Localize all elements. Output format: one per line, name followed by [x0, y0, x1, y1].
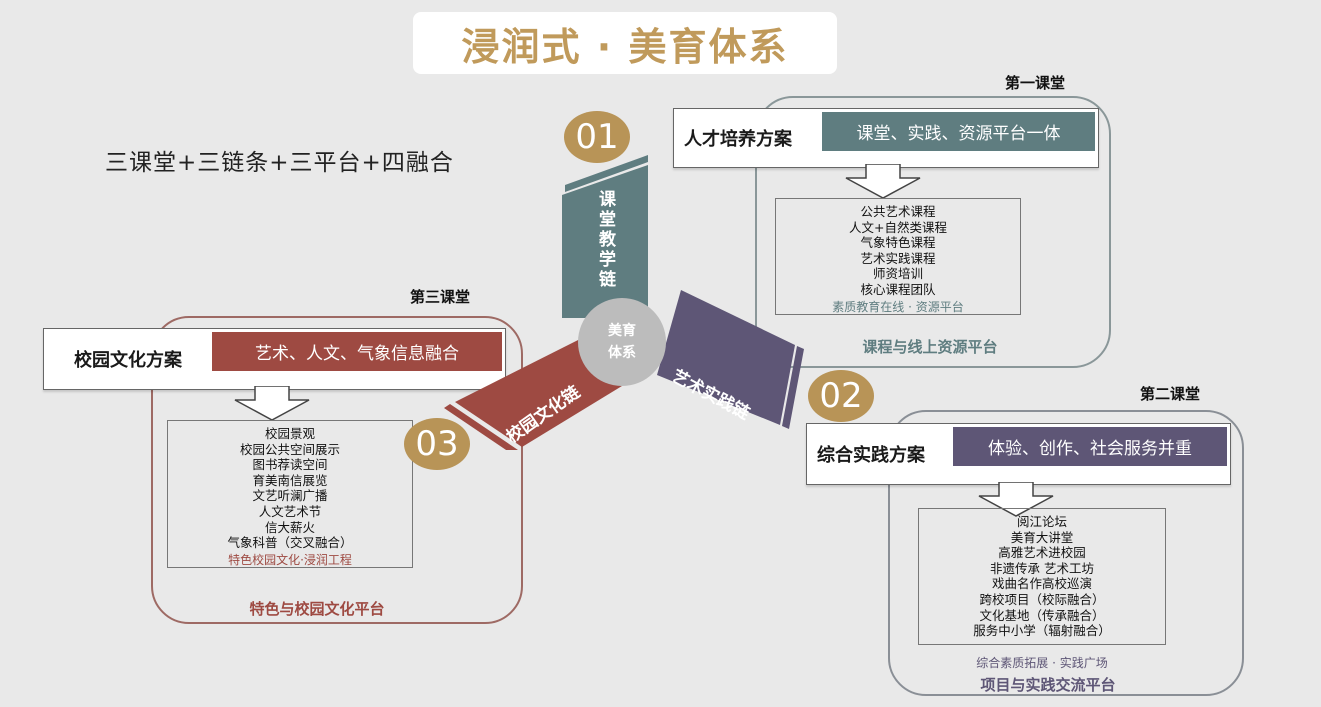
center-circle: 美育 体系 — [578, 298, 666, 386]
list-item: 高雅艺术进校园 — [998, 545, 1086, 561]
list-item: 非遗传承 艺术工坊 — [990, 560, 1094, 576]
second-platform-panel — [888, 410, 1244, 696]
third-culture-list: 校园景观 校园公共空间展示 图书荐读空间 育美南信展览 文艺听澜广播 人文艺术节… — [167, 420, 413, 568]
list-item: 校园景观 — [264, 426, 315, 441]
list-item: 信大薪火 — [264, 519, 315, 535]
number-badge-03: 03 — [404, 418, 470, 470]
center-label-line2: 体系 — [608, 345, 636, 361]
center-label-line1: 美育 — [608, 323, 636, 339]
list-item: 核心课程团队 — [860, 281, 936, 297]
second-plan-name: 综合实践方案 — [817, 445, 925, 466]
culture-chain-stripe — [444, 404, 518, 450]
second-project-list: 阅江论坛 美育大讲堂 高雅艺术进校园 非遗传承 艺术工坊 戏曲名作高校巡演 跨校… — [918, 508, 1166, 645]
practice-chain-stripe — [782, 346, 804, 429]
first-platform-panel — [755, 96, 1111, 368]
first-plan-name: 人才培养方案 — [684, 129, 792, 150]
list-item: 师资培训 — [872, 266, 923, 282]
second-platform-name: 项目与实践交流平台 — [980, 676, 1116, 694]
third-plan-name: 校园文化方案 — [74, 350, 182, 371]
third-plan-box: 校园文化方案 艺术、人文、气象信息融合 — [43, 328, 506, 390]
third-plan-tag: 艺术、人文、气象信息融合 — [212, 332, 502, 371]
list-item: 美育大讲堂 — [1010, 529, 1074, 545]
first-platform-name: 课程与线上资源平台 — [862, 338, 998, 356]
list-item: 跨校项目（校际融合） — [979, 591, 1105, 607]
system-formula: 三课堂+三链条+三平台+四融合 — [105, 150, 454, 176]
list-item: 艺术实践课程 — [860, 250, 936, 266]
list-item: 阅江论坛 — [1016, 514, 1067, 529]
list-item: 文艺听澜广播 — [252, 488, 328, 504]
teaching-chain-bar — [562, 165, 648, 318]
third-platform-panel — [151, 316, 523, 624]
third-list-footer: 特色校园文化·浸润工程 — [228, 552, 352, 567]
number-badge-01: 01 — [564, 111, 630, 163]
first-course-list: 公共艺术课程 人文+自然类课程 气象特色课程 艺术实践课程 师资培训 核心课程团… — [775, 198, 1021, 315]
page-title: 浸润式 · 美育体系 — [413, 12, 837, 74]
list-item: 文化基地（传承融合） — [979, 607, 1105, 623]
list-item: 校园公共空间展示 — [239, 441, 340, 457]
list-item: 图书荐读空间 — [252, 457, 328, 473]
list-item: 公共艺术课程 — [860, 204, 936, 219]
number-badge-02: 02 — [808, 370, 874, 422]
list-item: 戏曲名作高校巡演 — [991, 576, 1092, 592]
second-list-footer: 综合素质拓展 · 实践广场 — [976, 656, 1108, 670]
teaching-chain-label: 课堂教学链 — [595, 190, 615, 290]
list-item: 气象特色课程 — [860, 235, 936, 251]
list-item: 气象科普（交叉融合） — [227, 535, 353, 551]
third-down-arrow-icon — [234, 386, 310, 421]
list-item: 人文艺术节 — [258, 503, 322, 519]
practice-chain-bar — [657, 290, 795, 425]
chain-shapes — [444, 155, 804, 450]
third-classroom-label: 第三课堂 — [410, 288, 471, 306]
second-down-arrow-icon — [978, 482, 1054, 517]
list-item: 服务中小学（辐射融合） — [973, 623, 1111, 639]
second-plan-box: 综合实践方案 体验、创作、社会服务并重 — [806, 423, 1231, 485]
teaching-chain-stripe — [565, 155, 648, 192]
first-plan-tag: 课堂、实践、资源平台一体 — [822, 112, 1095, 151]
first-classroom-label: 第一课堂 — [1005, 74, 1066, 92]
third-platform-name: 特色与校园文化平台 — [249, 600, 385, 618]
second-classroom-label: 第二课堂 — [1140, 385, 1201, 403]
first-list-footer: 素质教育在线 · 资源平台 — [832, 299, 964, 314]
second-plan-tag: 体验、创作、社会服务并重 — [953, 427, 1227, 466]
list-item: 育美南信展览 — [252, 472, 328, 488]
list-item: 人文+自然类课程 — [849, 219, 947, 235]
first-down-arrow-icon — [845, 164, 921, 199]
